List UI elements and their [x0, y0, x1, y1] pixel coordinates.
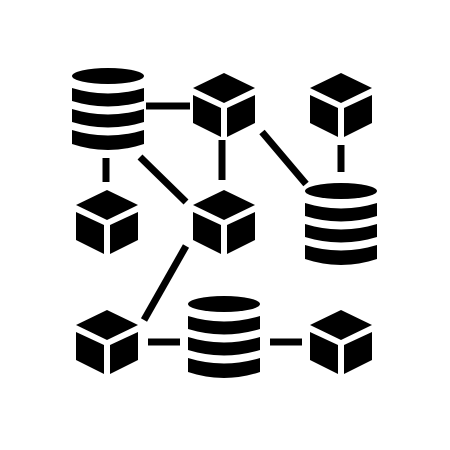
- connection-line: [137, 154, 189, 205]
- connection-lines: [102, 102, 345, 346]
- database-icon: [188, 296, 260, 378]
- cube-icon: [310, 310, 372, 374]
- database-icon: [305, 183, 377, 265]
- cube-icon: [193, 190, 255, 254]
- cube-icon: [193, 73, 255, 137]
- cube-icon: [76, 190, 138, 254]
- cube-icon: [76, 310, 138, 374]
- cube-icon: [310, 73, 372, 137]
- database-icon: [72, 68, 144, 150]
- connection-line: [259, 129, 309, 187]
- connection-line: [140, 244, 190, 322]
